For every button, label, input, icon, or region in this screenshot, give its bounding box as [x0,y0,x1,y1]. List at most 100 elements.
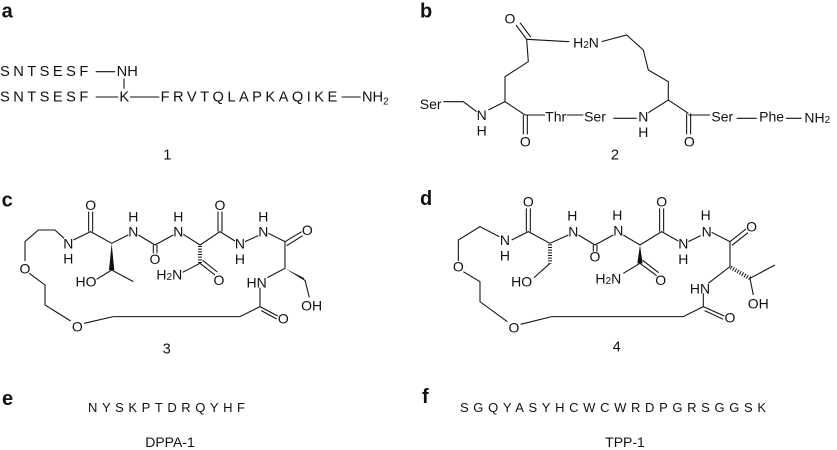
bond [457,226,500,261]
double-bond [259,306,278,320]
compound-number-4: 4 [613,340,621,356]
atom-o: O [655,272,666,288]
atom-o: O [590,249,601,265]
panel-a: a SNTSESF NH SNTSESF K FRVTQLAPKAQIKE NH… [0,0,389,163]
bottom-sequence: SNTSESF [0,90,88,106]
bond [24,229,65,261]
bond [443,101,477,113]
atom-o: O [656,194,667,210]
atom-o: O [505,10,516,26]
atom-n: N [235,236,245,252]
bond [623,234,641,246]
bond [533,262,551,279]
residue-ser: Ser [711,109,733,125]
atom-h: H [701,207,711,223]
bond [520,306,704,325]
panel-label-b: b [420,0,432,22]
atom-o: O [85,197,96,213]
atom-oh: OH [301,298,322,314]
bond [183,233,201,246]
panel-label-e: e [2,388,13,410]
tpp-1-name: TPP-1 [605,434,645,450]
wedge-bond [637,244,643,264]
double-bond [639,259,659,277]
panel-label-f: f [422,386,429,408]
bond [526,38,570,43]
bond [711,231,731,243]
atom-h2n: H2N [595,270,621,286]
atom-hn: HN [247,274,267,290]
hashed-wedge-bond [729,265,751,281]
double-bond [703,306,725,320]
atom-n: N [128,224,138,240]
atom-n: N [613,223,623,239]
atom-ho: HO [511,274,532,290]
panel-b: b O H2N Ser N H O Thr Ser N H O Ser Phe … [420,0,831,163]
atom-o: O [72,319,83,335]
bond [749,264,776,296]
wedge-bond [284,268,306,282]
atom-o: O [302,222,313,238]
bond [199,231,236,246]
atom-h: H [477,122,487,138]
atom-h: H [500,247,510,263]
bond [83,306,261,324]
residue-phe: Phe [759,109,784,125]
atom-n: N [173,224,183,240]
compound-number-3: 3 [163,341,171,357]
panel-label-d: d [420,188,432,210]
bond [463,271,508,323]
top-branch-nh: NH [117,64,138,80]
panel-f: f SGQYASYHCWCWRDPGRSGGSK TPP-1 [422,386,766,450]
atom-o: O [214,272,225,288]
atom-h: H [235,251,245,267]
bond [304,279,310,298]
tpp-1-sequence: SGQYASYHCWCWRDPGRSGGSK [460,400,766,415]
compound-number-1: 1 [163,147,171,163]
c-terminus-amide: NH2 [362,90,389,108]
bond [268,232,286,243]
double-bond [592,244,598,252]
atom-h: H [258,208,268,224]
atom-o: O [278,310,289,326]
atom-n: N [702,224,712,240]
double-bond [686,113,692,135]
double-bond [522,114,528,135]
bond [648,99,689,114]
double-bond [88,211,94,232]
atom-o: O [150,251,161,267]
atom-o: O [520,134,531,150]
residue-ser: Ser [584,109,606,125]
bond [73,231,129,244]
bond [511,231,569,244]
atom-o: O [509,320,520,336]
double-bond [284,231,303,247]
bond [29,272,71,322]
panel-e: e NYSKPTDRQYHF DPPA-1 [2,388,245,450]
c-terminus-amide: NH2 [804,109,830,125]
atom-o: O [684,134,695,150]
double-bond [729,228,749,246]
atom-h: H [678,251,688,267]
bond [688,235,701,243]
atom-n: N [63,235,73,251]
atom-h2n: H2N [156,266,182,282]
bond [578,234,614,246]
atom-h: H [612,207,622,223]
atom-n: N [638,109,648,125]
atom-h: H [638,124,648,140]
bond [182,262,201,273]
dppa-1-name: DPPA-1 [145,434,195,450]
atom-o: O [746,219,757,235]
bond [267,241,286,279]
residue-thr: Thr [545,109,566,125]
double-bond [217,211,223,232]
branch-residue-k: K [119,90,129,106]
atom-o: O [523,194,534,210]
atom-n: N [678,236,688,252]
double-bond [659,208,665,232]
atom-h: H [173,208,183,224]
bond [623,262,641,274]
lysine-side-chain [601,34,669,100]
